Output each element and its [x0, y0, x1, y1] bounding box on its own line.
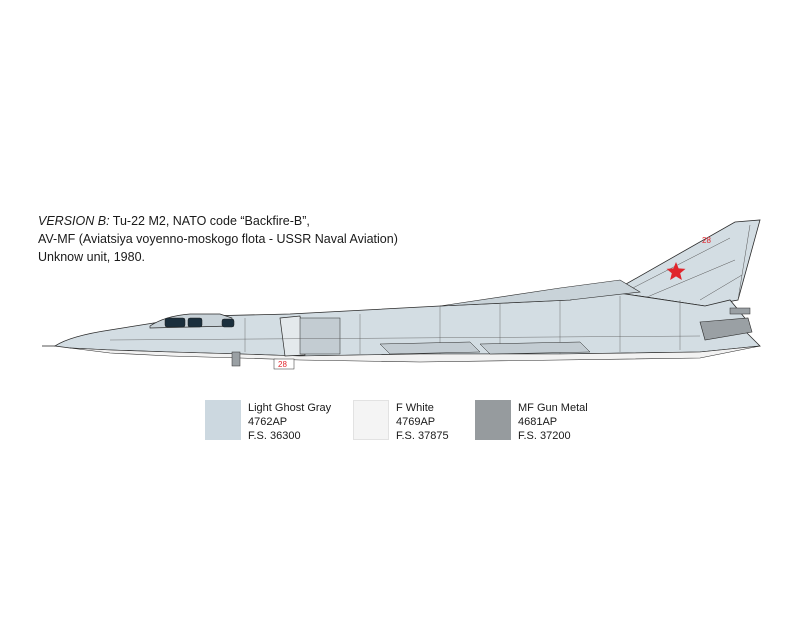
swatch-fs: F.S. 37875: [396, 430, 449, 442]
aircraft-side-view: 28 28: [42, 219, 761, 370]
version-label: VERSION B:: [38, 214, 110, 228]
swatch-code: 4762AP: [248, 416, 288, 428]
swatch-name: MF Gun Metal: [518, 402, 588, 414]
swatch-name: F White: [396, 402, 434, 414]
version-caption: VERSION B: Tu-22 M2, NATO code “Backfire…: [38, 212, 398, 266]
swatch-fs: F.S. 37200: [518, 430, 571, 442]
swatch-label-mf-gun-metal: MF Gun Metal 4681AP F.S. 37200: [518, 401, 588, 443]
swatch-label-light-ghost-gray: Light Ghost Gray 4762AP F.S. 36300: [248, 401, 331, 443]
tail-fin: [610, 219, 761, 307]
red-star-insignia: [666, 262, 686, 280]
swatch-label-f-white: F White 4769AP F.S. 37875: [396, 401, 449, 443]
swatch-name: Light Ghost Gray: [248, 402, 332, 414]
swatch-f-white: [353, 400, 389, 440]
caption-line-2: AV-MF (Aviatsiya voyenno-moskogo flota -…: [38, 232, 398, 246]
exhaust-nozzle: [699, 317, 753, 341]
caption-line-3: Unknow unit, 1980.: [38, 250, 146, 264]
air-intake: [279, 315, 306, 357]
swatch-mf-gun-metal: [475, 400, 511, 440]
caption-line-1: VERSION B: Tu-22 M2, NATO code “Backfire…: [38, 212, 398, 230]
swatch-code: 4681AP: [518, 416, 558, 428]
swatch-code: 4769AP: [396, 416, 436, 428]
intake-number: 28: [278, 360, 287, 369]
tail-number: 28: [702, 236, 711, 245]
belly: [69, 345, 761, 363]
swatch-light-ghost-gray: [205, 400, 241, 440]
main-gear-fairing: [379, 341, 481, 355]
swatch-fs: F.S. 36300: [248, 430, 301, 442]
aircraft-designation: Tu-22 M2, NATO code “Backfire-B”,: [109, 214, 310, 228]
wing: [439, 279, 641, 307]
